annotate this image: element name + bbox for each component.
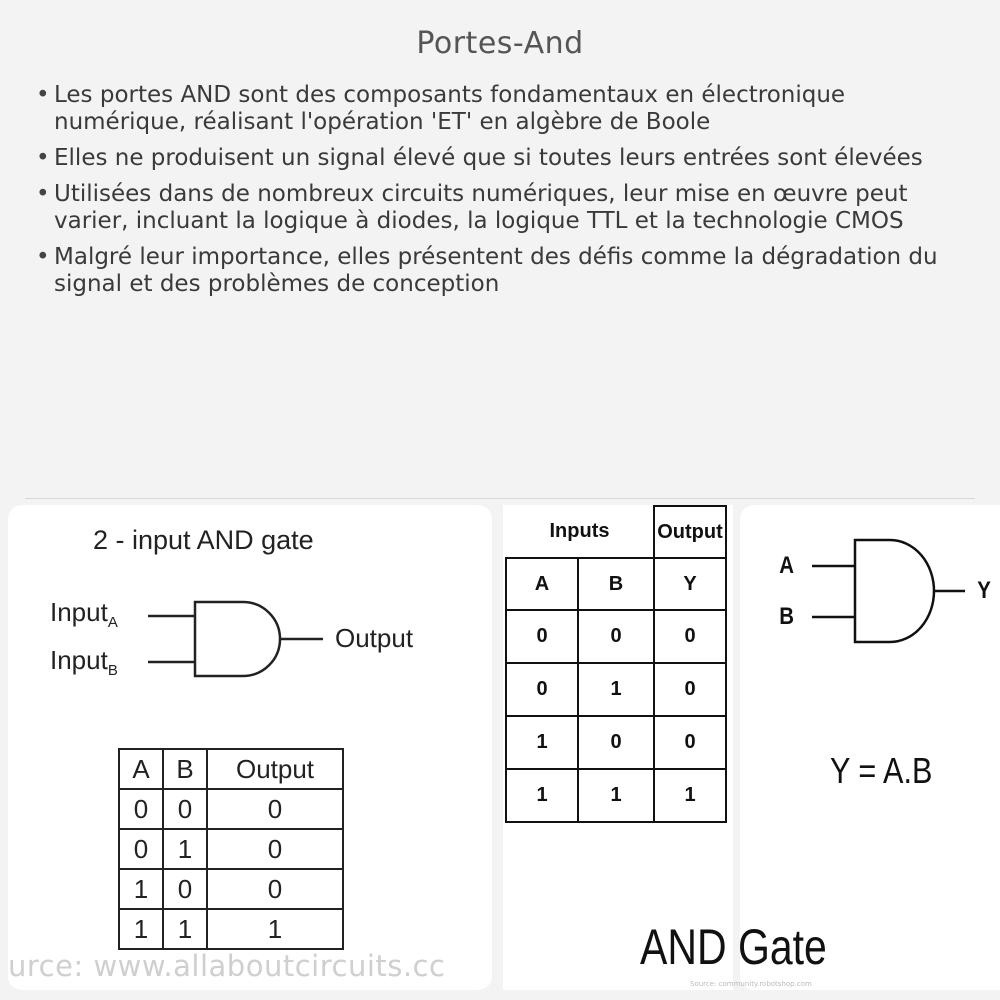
page-title: Portes-And xyxy=(416,26,584,61)
table-cell: 1 xyxy=(505,715,579,770)
input-b-text: Input xyxy=(50,645,108,675)
pin-a-label: A xyxy=(779,552,795,579)
table-row: 0 1 0 xyxy=(118,828,344,870)
table-cell: 0 xyxy=(206,828,344,870)
table-cell: 1 xyxy=(118,868,164,910)
table-cell: 0 xyxy=(653,609,727,664)
table-cell: 0 xyxy=(653,662,727,717)
table-cell: 1 xyxy=(653,768,727,823)
figure-truth-table-mid: Inputs Output A B Y 0 0 0 0 1 0 1 0 0 1 … xyxy=(503,505,733,990)
table-group-header: Inputs xyxy=(506,506,655,559)
and-gate-symbol-left xyxy=(148,600,323,678)
input-b-sub: B xyxy=(107,662,118,680)
table-row: 1 1 1 xyxy=(505,768,727,823)
bullet-item: Les portes AND sont des composants fonda… xyxy=(36,82,966,136)
table-header: B xyxy=(577,557,655,611)
table-row: 0 1 0 xyxy=(505,662,727,717)
table-header: A xyxy=(118,748,164,790)
bullet-item: Elles ne produisent un signal élevé que … xyxy=(36,145,966,172)
input-a-sub: A xyxy=(107,614,118,632)
table-header: B xyxy=(162,748,208,790)
table-cell: 0 xyxy=(577,609,655,664)
table-row: 1 0 0 xyxy=(505,715,727,770)
table-cell: 1 xyxy=(577,662,655,717)
table-row: 1 1 1 xyxy=(118,908,344,950)
table-row: 0 0 0 xyxy=(505,609,727,664)
table-header: Output xyxy=(206,748,344,790)
figure-title: 2 - input AND gate xyxy=(93,525,314,555)
table-cell: 1 xyxy=(118,908,164,950)
bullet-item: Utilisées dans de nombreux circuits numé… xyxy=(36,181,966,235)
table-cell: 1 xyxy=(162,828,208,870)
table-cell: 1 xyxy=(577,768,655,823)
table-cell: 1 xyxy=(505,768,579,823)
table-cell: 0 xyxy=(653,715,727,770)
table-group-row: Inputs Output xyxy=(506,505,727,559)
table-cell: 0 xyxy=(118,788,164,830)
table-cell: 0 xyxy=(206,868,344,910)
source-credit-right: Source: community.robotshop.com xyxy=(690,980,812,988)
table-header: Y xyxy=(653,557,727,611)
section-divider xyxy=(25,498,975,499)
input-b-label: InputB xyxy=(50,645,118,679)
figure-and-gate-symbol-right: A B Y Y = A.B AND Gate Source: community… xyxy=(640,505,1000,990)
source-credit-left: urce: www.allaboutcircuits.cc xyxy=(8,949,446,983)
truth-table-left: A B Output 0 0 0 0 1 0 1 0 0 1 1 1 xyxy=(118,748,344,950)
table-header-row: A B Output xyxy=(118,748,344,790)
and-gate-caption: AND Gate xyxy=(640,919,827,975)
table-cell: 1 xyxy=(206,908,344,950)
table-cell: 0 xyxy=(505,609,579,664)
table-cell: 0 xyxy=(162,868,208,910)
boolean-equation: Y = A.B xyxy=(830,750,933,791)
table-cell: 0 xyxy=(577,715,655,770)
output-label: Output xyxy=(335,623,414,653)
table-group-header: Output xyxy=(653,505,727,559)
bullet-item: Malgré leur importance, elles présentent… xyxy=(36,244,966,298)
figure-2-input-and-gate: 2 - input AND gate InputA InputB Output … xyxy=(8,505,492,990)
table-cell: 1 xyxy=(162,908,208,950)
pin-b-label: B xyxy=(779,603,795,630)
table-cell: 0 xyxy=(505,662,579,717)
table-row: 0 0 0 xyxy=(118,788,344,830)
table-row: 1 0 0 xyxy=(118,868,344,910)
truth-table-mid: Inputs Output A B Y 0 0 0 0 1 0 1 0 0 1 … xyxy=(505,505,727,823)
input-a-text: Input xyxy=(50,597,108,627)
pin-y-label: Y xyxy=(977,577,991,604)
bullet-list: Les portes AND sont des composants fonda… xyxy=(36,82,966,307)
input-a-label: InputA xyxy=(50,597,118,631)
table-header-row: A B Y xyxy=(505,557,727,611)
table-header: A xyxy=(505,557,579,611)
table-cell: 0 xyxy=(206,788,344,830)
table-cell: 0 xyxy=(118,828,164,870)
table-cell: 0 xyxy=(162,788,208,830)
and-gate-symbol-right xyxy=(812,538,965,644)
